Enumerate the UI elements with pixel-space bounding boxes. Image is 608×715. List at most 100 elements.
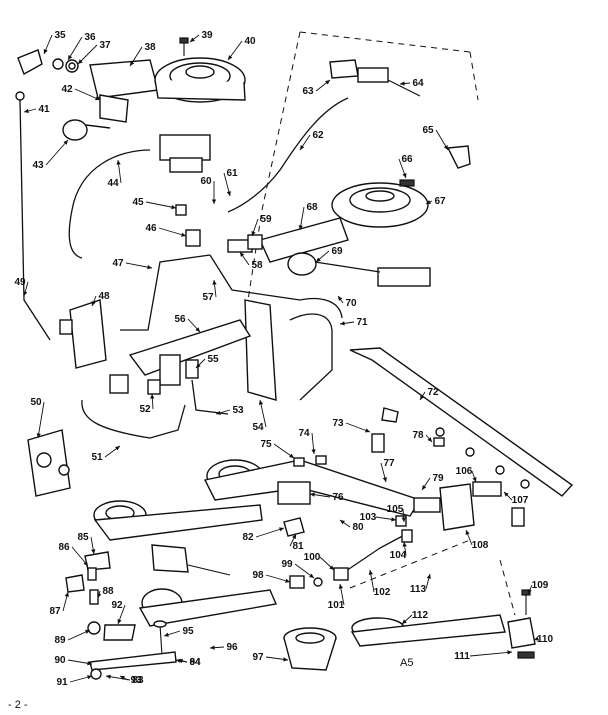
part-label-101: 101 xyxy=(328,600,345,611)
page-number: - 2 - xyxy=(8,699,28,711)
arrowhead-63 xyxy=(325,80,330,85)
diagram-mark: A5 xyxy=(400,657,413,669)
part-label-63: 63 xyxy=(302,86,314,97)
arrowhead-89 xyxy=(85,629,90,634)
part-label-39: 39 xyxy=(201,30,213,41)
arrowhead-70 xyxy=(338,296,343,301)
arrowhead-77 xyxy=(382,477,387,482)
arrowhead-91 xyxy=(87,675,92,680)
fittings-45-46 xyxy=(175,204,201,247)
leader-line-82 xyxy=(255,527,285,538)
arrowhead-113 xyxy=(426,574,431,579)
part-label-100: 100 xyxy=(304,552,321,563)
leader-line-50 xyxy=(37,401,45,439)
arrowhead-71 xyxy=(340,321,345,326)
arrowhead-68 xyxy=(298,225,303,230)
part-label-61: 61 xyxy=(226,168,238,179)
part-label-80: 80 xyxy=(352,522,364,533)
arrowhead-88 xyxy=(97,593,102,598)
part-label-60: 60 xyxy=(200,176,212,187)
part-label-35: 35 xyxy=(54,30,66,41)
leader-arrows xyxy=(23,34,539,683)
part-label-89: 89 xyxy=(54,635,66,646)
arrowhead-108 xyxy=(465,530,470,535)
arrowhead-96 xyxy=(210,645,215,650)
clip-66 xyxy=(399,179,415,187)
leader-line-111 xyxy=(469,651,513,657)
part-label-88: 88 xyxy=(102,586,114,597)
part-label-77: 77 xyxy=(383,458,395,469)
pipe-71 xyxy=(289,297,343,401)
part-label-64: 64 xyxy=(412,78,424,89)
part-label-71: 71 xyxy=(356,317,368,328)
valve-70 xyxy=(314,261,431,287)
arrowhead-61 xyxy=(226,191,231,196)
arrowhead-41 xyxy=(24,108,29,113)
arrowhead-50 xyxy=(36,433,41,438)
arrowhead-101 xyxy=(338,584,343,589)
part-label-93: 93 xyxy=(130,675,142,686)
arrowhead-99 xyxy=(309,573,314,578)
tube-102 xyxy=(333,531,411,581)
part-label-113: 113 xyxy=(410,584,427,595)
arrowhead-59 xyxy=(251,231,256,236)
arrowhead-57 xyxy=(212,280,217,285)
part-label-37: 37 xyxy=(99,40,111,51)
arrowhead-105 xyxy=(401,517,406,522)
arrowhead-65 xyxy=(443,145,448,150)
arrowhead-55 xyxy=(196,363,201,368)
tube-51 xyxy=(81,399,186,439)
arrowhead-36 xyxy=(68,55,73,60)
fitting-58-59 xyxy=(227,234,263,253)
part-label-49: 49 xyxy=(14,277,26,288)
part-label-40: 40 xyxy=(244,36,256,47)
part-label-104: 104 xyxy=(390,550,407,561)
part-label-73: 73 xyxy=(332,418,344,429)
part-label-95: 95 xyxy=(182,626,194,637)
arrowhead-76 xyxy=(310,492,315,497)
part-label-108: 108 xyxy=(472,540,489,551)
part-label-105: 105 xyxy=(387,504,404,515)
bake-burner-76 xyxy=(203,459,422,517)
part-label-67: 67 xyxy=(434,196,446,207)
part-label-85: 85 xyxy=(77,532,89,543)
arrowhead-92 xyxy=(117,619,122,624)
arrowhead-111 xyxy=(507,650,512,655)
arrowhead-87 xyxy=(64,592,69,597)
arrowhead-37 xyxy=(78,59,83,64)
orifice-fitting-35 xyxy=(17,49,79,76)
arrowhead-103 xyxy=(391,517,396,522)
arrowhead-82 xyxy=(279,527,284,532)
arrowhead-83 xyxy=(106,674,111,679)
burner-cup-97 xyxy=(283,627,337,671)
bake-burner-lower xyxy=(93,500,263,541)
arrowhead-64 xyxy=(400,81,405,86)
arrowhead-43 xyxy=(63,140,68,145)
arrowhead-98 xyxy=(285,578,290,583)
thermostat-bulb-43 xyxy=(62,119,111,141)
leader-line-43 xyxy=(45,139,69,166)
arrowhead-97 xyxy=(283,657,288,662)
bracket-42 xyxy=(99,94,129,123)
gas-regulator-50 xyxy=(27,429,71,497)
pilot-parts-74-75-78 xyxy=(293,433,445,467)
part-label-43: 43 xyxy=(32,160,44,171)
section-divider xyxy=(247,31,479,301)
part-label-106: 106 xyxy=(456,466,473,477)
part-label-53: 53 xyxy=(232,405,244,416)
part-label-82: 82 xyxy=(242,532,254,543)
arrowhead-79 xyxy=(422,485,427,490)
arrowhead-38 xyxy=(130,61,135,66)
leader-line-45 xyxy=(145,201,177,209)
bracket-85 xyxy=(84,551,111,571)
part-label-50: 50 xyxy=(30,397,42,408)
part-label-66: 66 xyxy=(401,154,413,165)
part-label-76: 76 xyxy=(332,492,344,503)
tube-53 xyxy=(191,379,229,415)
part-label-102: 102 xyxy=(374,587,391,598)
arrowhead-46 xyxy=(181,232,186,237)
part-label-45: 45 xyxy=(132,197,144,208)
part-label-55: 55 xyxy=(207,354,219,365)
tube-41-top xyxy=(15,91,51,341)
